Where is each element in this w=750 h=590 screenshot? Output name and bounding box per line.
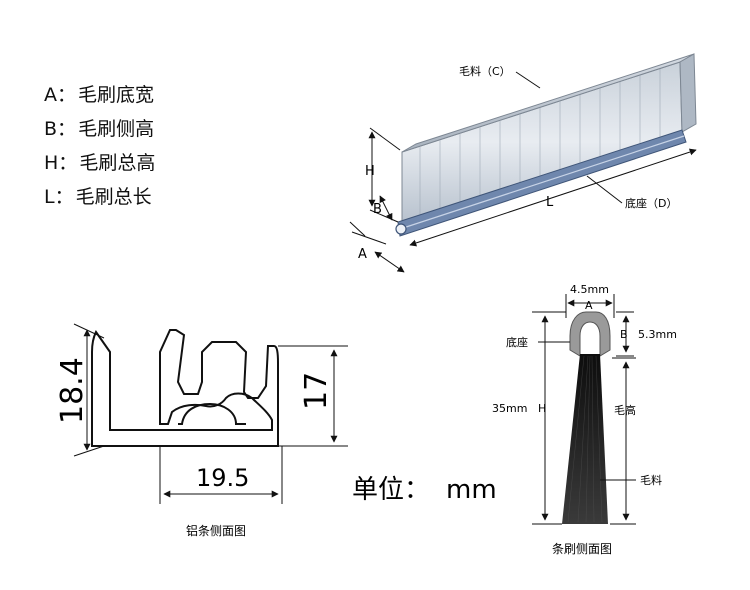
legend-text: 毛刷总高: [79, 152, 156, 174]
strip-base-label: 底座: [506, 335, 528, 349]
legend-text: 毛刷侧高: [78, 118, 155, 140]
legend-item-l: L：毛刷总长: [44, 180, 155, 214]
profile-height-right: 17: [299, 372, 334, 410]
profile-width-bottom: 19.5: [196, 464, 249, 492]
base-end-circle: [395, 223, 407, 235]
unit-value: mm: [446, 475, 497, 505]
strip-bristle-height: 毛高: [614, 403, 636, 417]
legend-text: 毛刷总长: [75, 186, 152, 208]
strip-total-height: 35mm: [492, 402, 527, 415]
legend-text: 毛刷底宽: [78, 84, 155, 106]
strip-base-cap: [569, 311, 611, 357]
strip-caption: 条刷侧面图: [552, 542, 612, 556]
iso-bristle-label: 毛料（C）: [459, 64, 511, 78]
iso-dim-l-label: L: [546, 195, 554, 210]
legend-item-a: A：毛刷底宽: [44, 78, 155, 112]
isometric-brush: H B A L 毛料（C） 底座（D）: [349, 53, 697, 273]
aluminium-profile: 18.4 17 19.5 铝条侧面图: [55, 323, 348, 538]
strip-b-value: 5.3mm: [638, 328, 677, 341]
strip-dim-h: H: [538, 402, 546, 415]
iso-dim-a-label: A: [358, 247, 367, 262]
legend-key: H: [44, 152, 59, 174]
unit-prefix: 单位：: [352, 475, 430, 505]
strip-dim-a: A: [585, 299, 593, 312]
strip-top-width: 4.5mm: [570, 283, 609, 296]
profile-outline: [91, 329, 279, 447]
profile-height-left: 18.4: [55, 357, 90, 424]
iso-base-label: 底座（D）: [625, 196, 677, 210]
strip-bristle-fan: [562, 354, 608, 524]
strip-bristle-label: 毛料: [640, 473, 662, 487]
iso-dim-h-label: H: [365, 164, 375, 179]
legend-key: B: [44, 118, 58, 140]
dimension-legend: A：毛刷底宽 B：毛刷侧高 H：毛刷总高 L：毛刷总长: [44, 78, 155, 214]
legend-key: A: [44, 84, 57, 106]
legend-key: L: [44, 186, 55, 208]
profile-caption: 铝条侧面图: [186, 523, 246, 538]
strip-brush-side-view: 4.5mm A B 5.3mm 底座 35mm H 毛高 毛料 条刷侧面图: [492, 283, 677, 556]
legend-item-h: H：毛刷总高: [44, 146, 155, 180]
bristle-end-face: [679, 53, 697, 133]
strip-dim-b: B: [620, 328, 628, 341]
unit-label: 单位： mm: [352, 475, 497, 505]
legend-item-b: B：毛刷侧高: [44, 112, 155, 146]
iso-dim-b-label: B: [373, 202, 382, 217]
